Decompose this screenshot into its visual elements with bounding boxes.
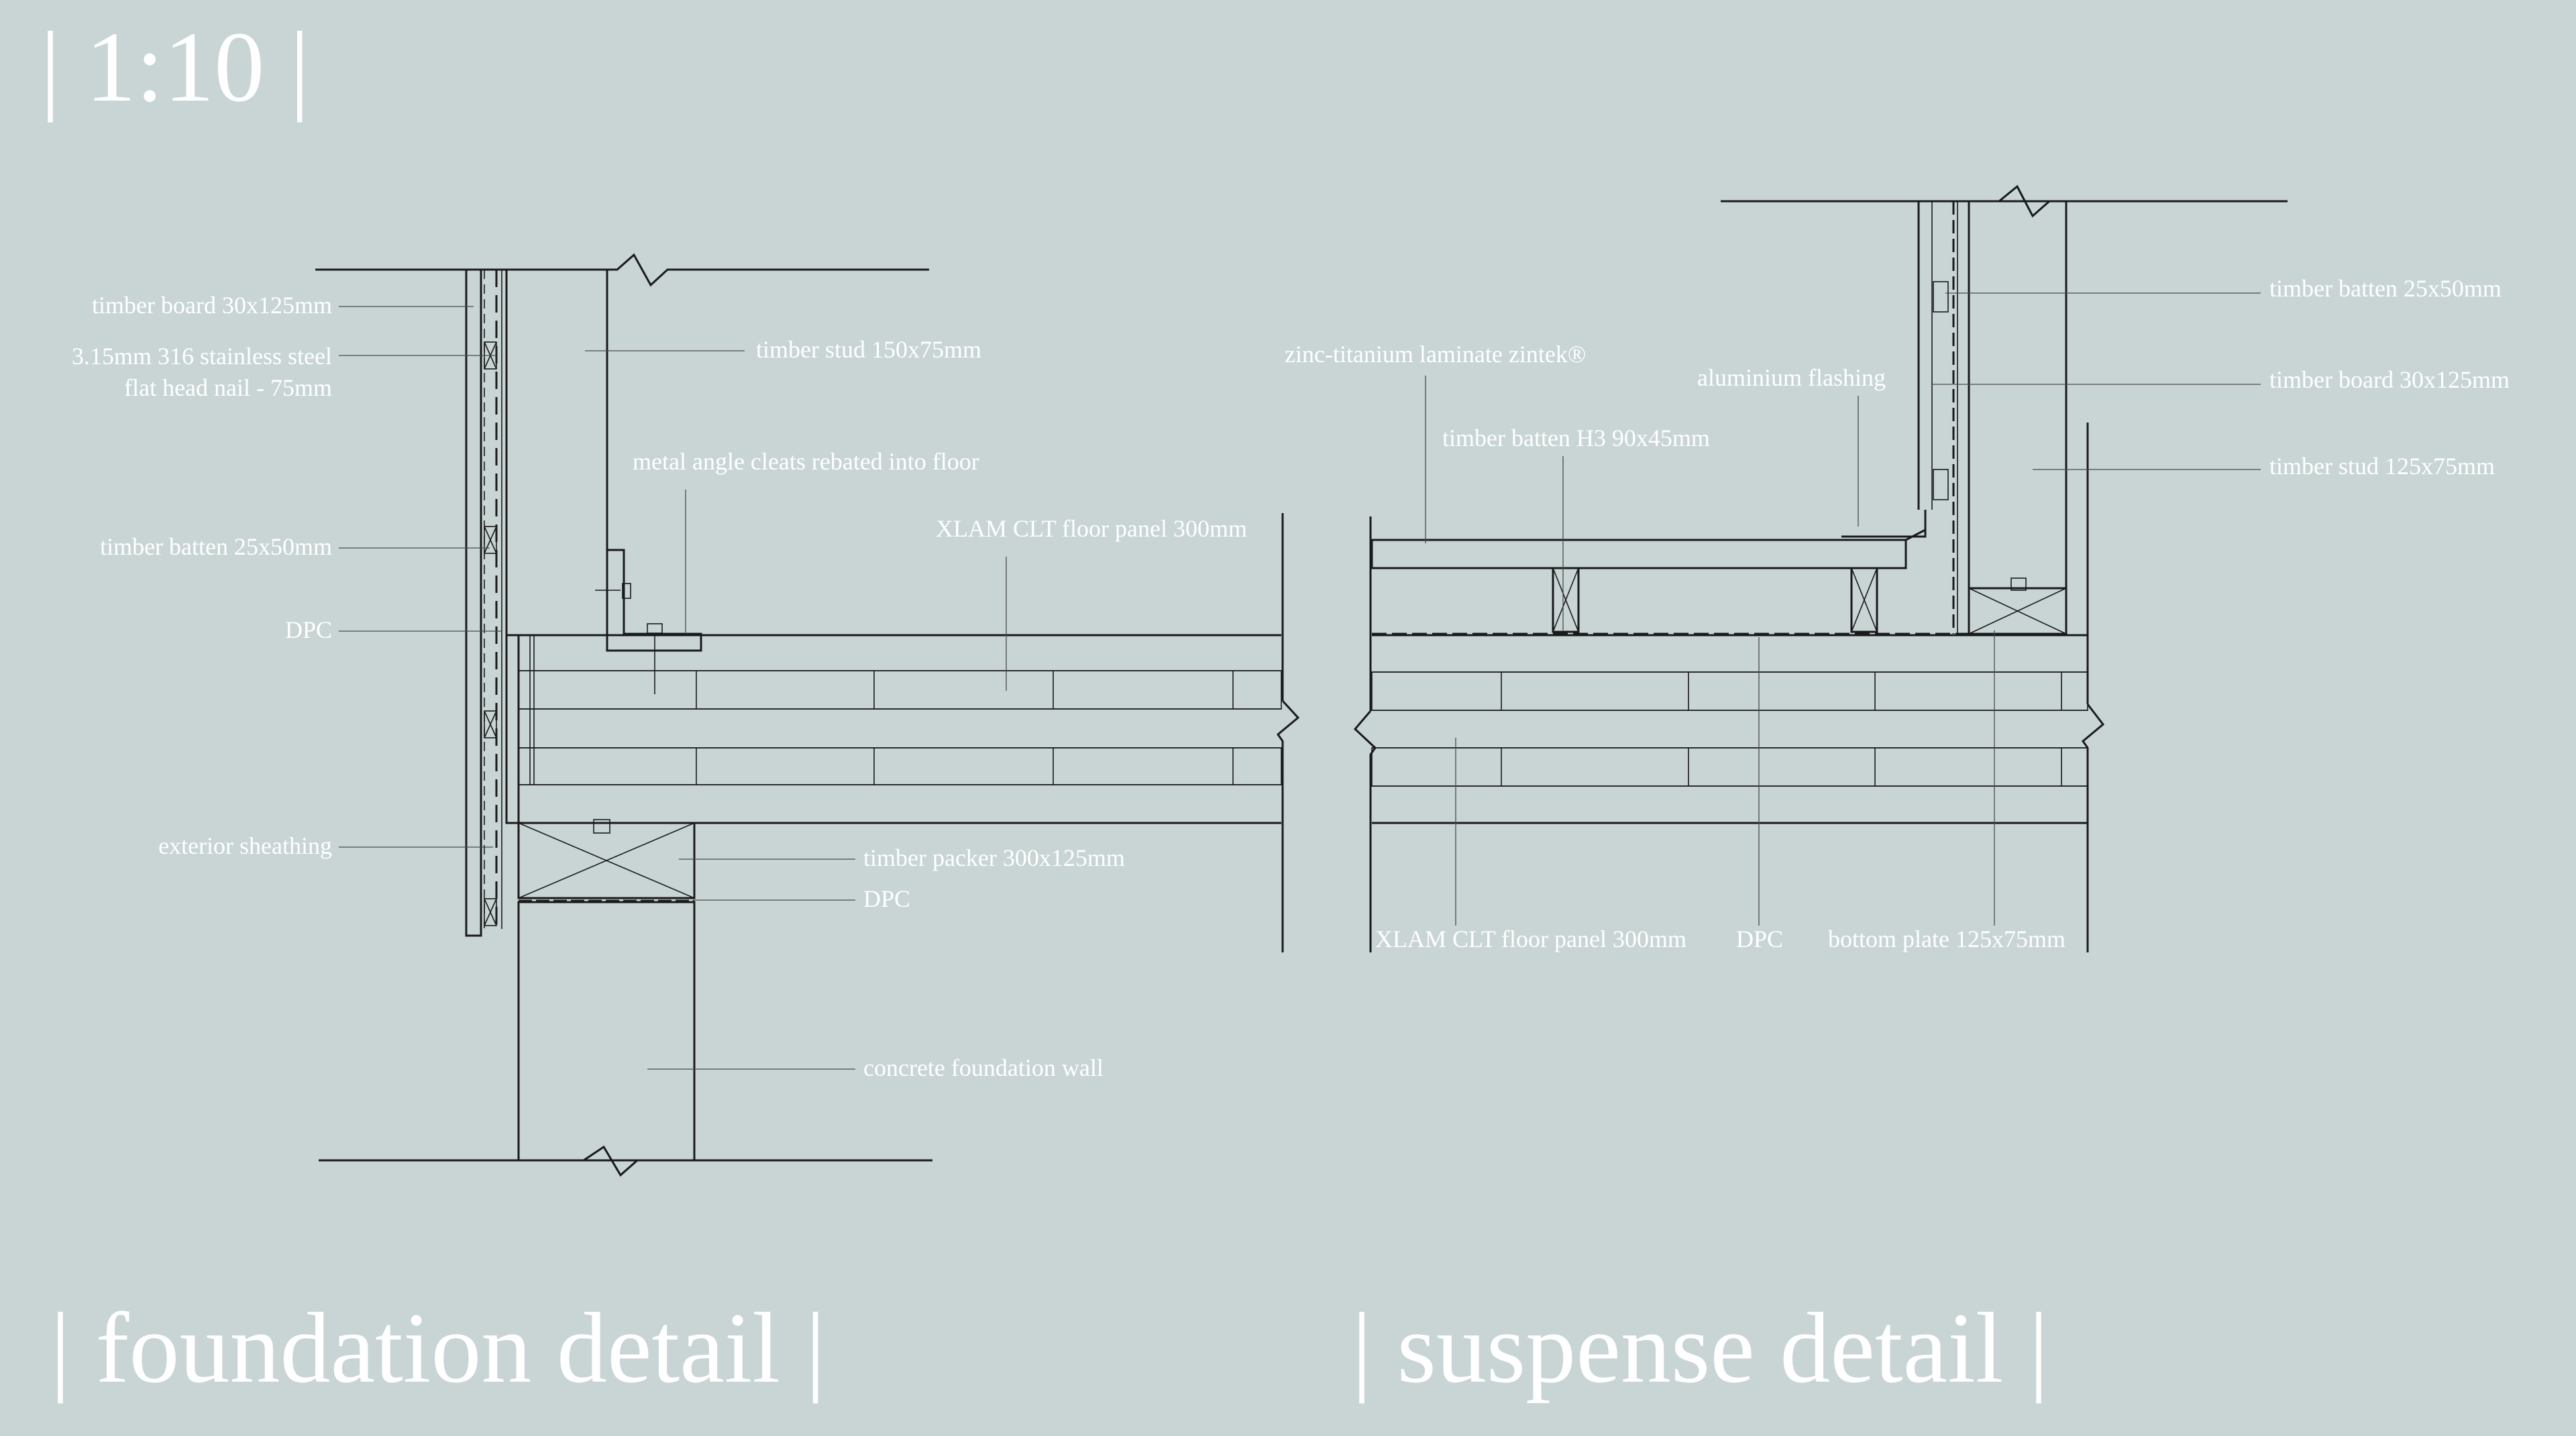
foundation-detail-drawing: timber board 30x125mm 3.15mm 316 stainle… <box>72 253 1300 1177</box>
label-dpc-right: DPC <box>863 885 910 912</box>
batten-h3 <box>1552 567 1580 633</box>
scale-label: | 1:10 | <box>40 11 310 123</box>
label-clt-floor-panel: XLAM CLT floor panel 300mm <box>936 515 1247 542</box>
sole-plate <box>505 634 520 824</box>
label-timber-board: timber board 30x125mm <box>92 292 332 319</box>
suspense-leaders <box>1425 292 2261 926</box>
label-metal-angle-cleats: metal angle cleats rebated into floor <box>633 448 979 475</box>
batten-block <box>1933 469 1949 500</box>
label-timber-packer: timber packer 300x125mm <box>863 844 1125 871</box>
label-aluminium-flashing: aluminium flashing <box>1697 364 1886 391</box>
concrete-foundation-wall <box>517 901 696 1162</box>
timber-stud <box>1968 200 2068 590</box>
label-timber-stud: timber stud 150x75mm <box>756 336 981 363</box>
clt-floor-panel <box>1353 516 2088 952</box>
label-concrete-foundation: concrete foundation wall <box>863 1054 1104 1081</box>
label-timber-batten: timber batten 25x50mm <box>2269 275 2502 302</box>
label-dpc-left: DPC <box>285 616 332 643</box>
metal-angle-cleat <box>606 549 702 652</box>
label-exterior-sheathing: exterior sheathing <box>158 832 332 859</box>
batten-blocks <box>484 341 497 926</box>
clt-floor-panel <box>518 513 1300 952</box>
label-nail-line1: 3.15mm 316 stainless steel <box>72 343 332 370</box>
foundation-leaders <box>339 306 1007 1070</box>
label-clt-floor-panel: XLAM CLT floor panel 300mm <box>1375 926 1686 952</box>
label-dpc: DPC <box>1736 926 1783 952</box>
label-zinc-titanium: zinc-titanium laminate zintek® <box>1285 341 1586 368</box>
foundation-detail-title: | foundation detail | <box>50 1292 826 1404</box>
timber-board <box>465 268 482 937</box>
label-timber-batten-h3: timber batten H3 90x45mm <box>1442 425 1710 451</box>
label-timber-stud: timber stud 125x75mm <box>2269 453 2495 480</box>
suspense-detail-title: | suspense detail | <box>1352 1292 2049 1404</box>
label-nail-line2: flat head nail - 75mm <box>124 374 332 401</box>
label-timber-batten: timber batten 25x50mm <box>100 533 332 560</box>
label-bottom-plate: bottom plate 125x75mm <box>1828 926 2065 952</box>
batten-h3 <box>1850 567 1878 633</box>
aluminium-flashing <box>1841 510 1927 538</box>
timber-stud <box>505 268 608 637</box>
top-break-line <box>315 253 929 287</box>
label-timber-board: timber board 30x125mm <box>2269 366 2510 393</box>
batten-block <box>1933 281 1949 313</box>
timber-packer <box>517 822 696 899</box>
zinc-titanium-laminate <box>1371 539 1907 569</box>
suspense-detail-drawing: zinc-titanium laminate zintek® aluminium… <box>1285 184 2510 952</box>
bottom-plate <box>1968 587 2068 635</box>
